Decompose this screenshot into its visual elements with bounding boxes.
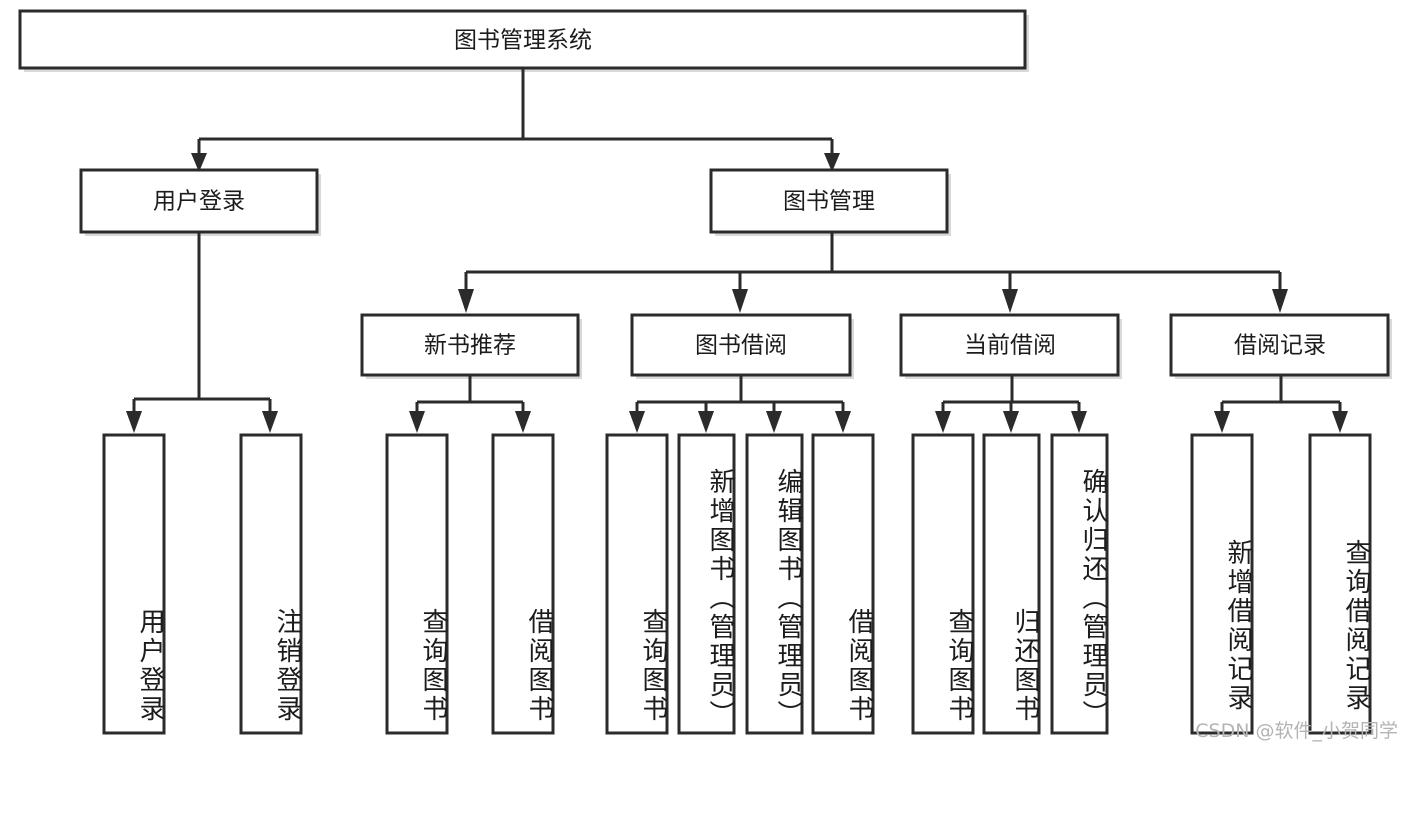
leaf-box-user-login <box>102 433 166 735</box>
node-new-book-recommend-label: 新书推荐 <box>424 333 516 359</box>
node-root[interactable]: 图书管理系统 <box>18 9 1027 70</box>
org-chart-diagram: 图书管理系统 用户登录 图书管理 新书推荐 图书借阅 当前借阅 借阅记录 <box>18 9 1398 742</box>
leaf-box-logout-login <box>239 433 303 735</box>
node-borrow-record-label: 借阅记录 <box>1234 333 1326 359</box>
leaf-box-edit-book-admin <box>745 433 804 735</box>
leaf-box-add-book-admin <box>677 433 736 735</box>
node-user-login-label: 用户登录 <box>153 189 245 215</box>
diagram-canvas: 图书管理系统 用户登录 图书管理 新书推荐 图书借阅 当前借阅 借阅记录 <box>18 9 1392 735</box>
node-book-borrow-label: 图书借阅 <box>695 333 787 359</box>
leaf-box-query-borrow-record <box>1308 433 1372 735</box>
node-borrow-record[interactable]: 借阅记录 <box>1169 313 1390 377</box>
leaf-box-confirm-return-admin <box>1050 433 1109 735</box>
node-book-borrow[interactable]: 图书借阅 <box>630 313 852 377</box>
leaf-box-borrow-book-1 <box>491 433 555 735</box>
connectors <box>126 68 1348 433</box>
node-current-borrow[interactable]: 当前借阅 <box>899 313 1120 377</box>
leaf-boxes[interactable] <box>102 433 1372 735</box>
node-user-login[interactable]: 用户登录 <box>79 168 319 234</box>
node-current-borrow-label: 当前借阅 <box>964 333 1056 359</box>
leaf-box-query-book-3 <box>911 433 975 735</box>
leaf-box-query-book-1 <box>385 433 449 735</box>
node-new-book-recommend[interactable]: 新书推荐 <box>360 313 580 377</box>
leaf-box-query-book-2 <box>605 433 669 735</box>
csdn-watermark: CSDN @软件_小贺同学 <box>1195 720 1398 742</box>
leaf-box-add-borrow-record <box>1190 433 1254 735</box>
node-root-label: 图书管理系统 <box>454 28 592 54</box>
leaf-box-return-book <box>982 433 1041 735</box>
leaf-box-borrow-book-2 <box>811 433 875 735</box>
node-book-management-label: 图书管理 <box>783 189 875 215</box>
node-book-management[interactable]: 图书管理 <box>709 168 949 234</box>
